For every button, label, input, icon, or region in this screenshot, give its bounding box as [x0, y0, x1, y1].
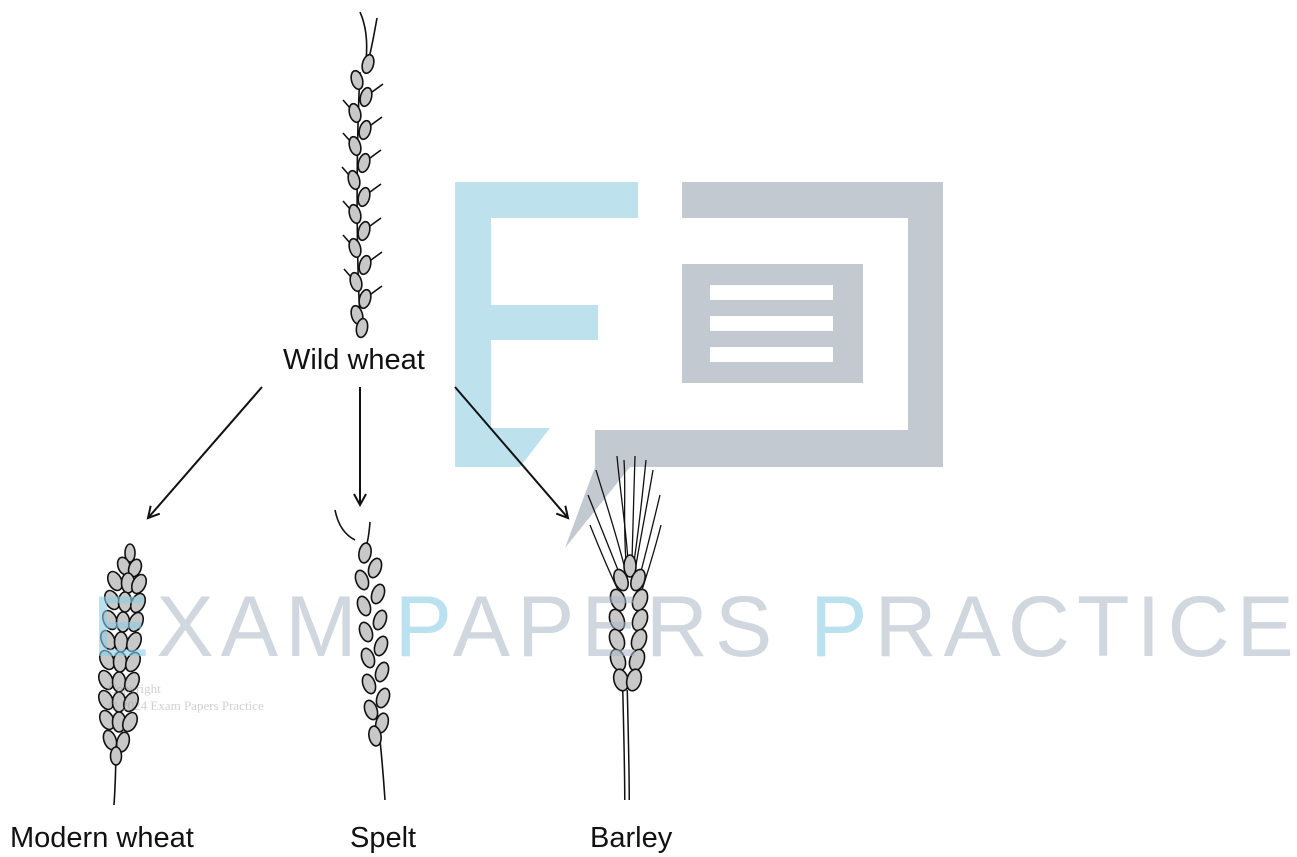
logo-line-3 — [710, 347, 833, 362]
logo-line-2 — [710, 316, 833, 331]
arrow-to-modern-wheat — [148, 387, 262, 518]
watermark-logo — [455, 182, 943, 548]
label-barley: Barley — [590, 822, 672, 855]
label-wild-wheat: Wild wheat — [283, 344, 425, 377]
logo-e-shape — [455, 182, 638, 467]
logo-line-1 — [710, 285, 833, 300]
label-spelt: Spelt — [350, 822, 416, 855]
watermark-text: EXAM PAPERS PRACTICE — [92, 578, 1297, 677]
watermark-copyright: Copyright © 2024 Exam Papers Practice — [108, 680, 264, 714]
wild-wheat-illustration — [342, 12, 383, 338]
copyright-line-2: © 2024 Exam Papers Practice — [108, 697, 264, 714]
label-modern-wheat: Modern wheat — [10, 822, 194, 855]
copyright-line-1: Copyright — [108, 680, 264, 697]
